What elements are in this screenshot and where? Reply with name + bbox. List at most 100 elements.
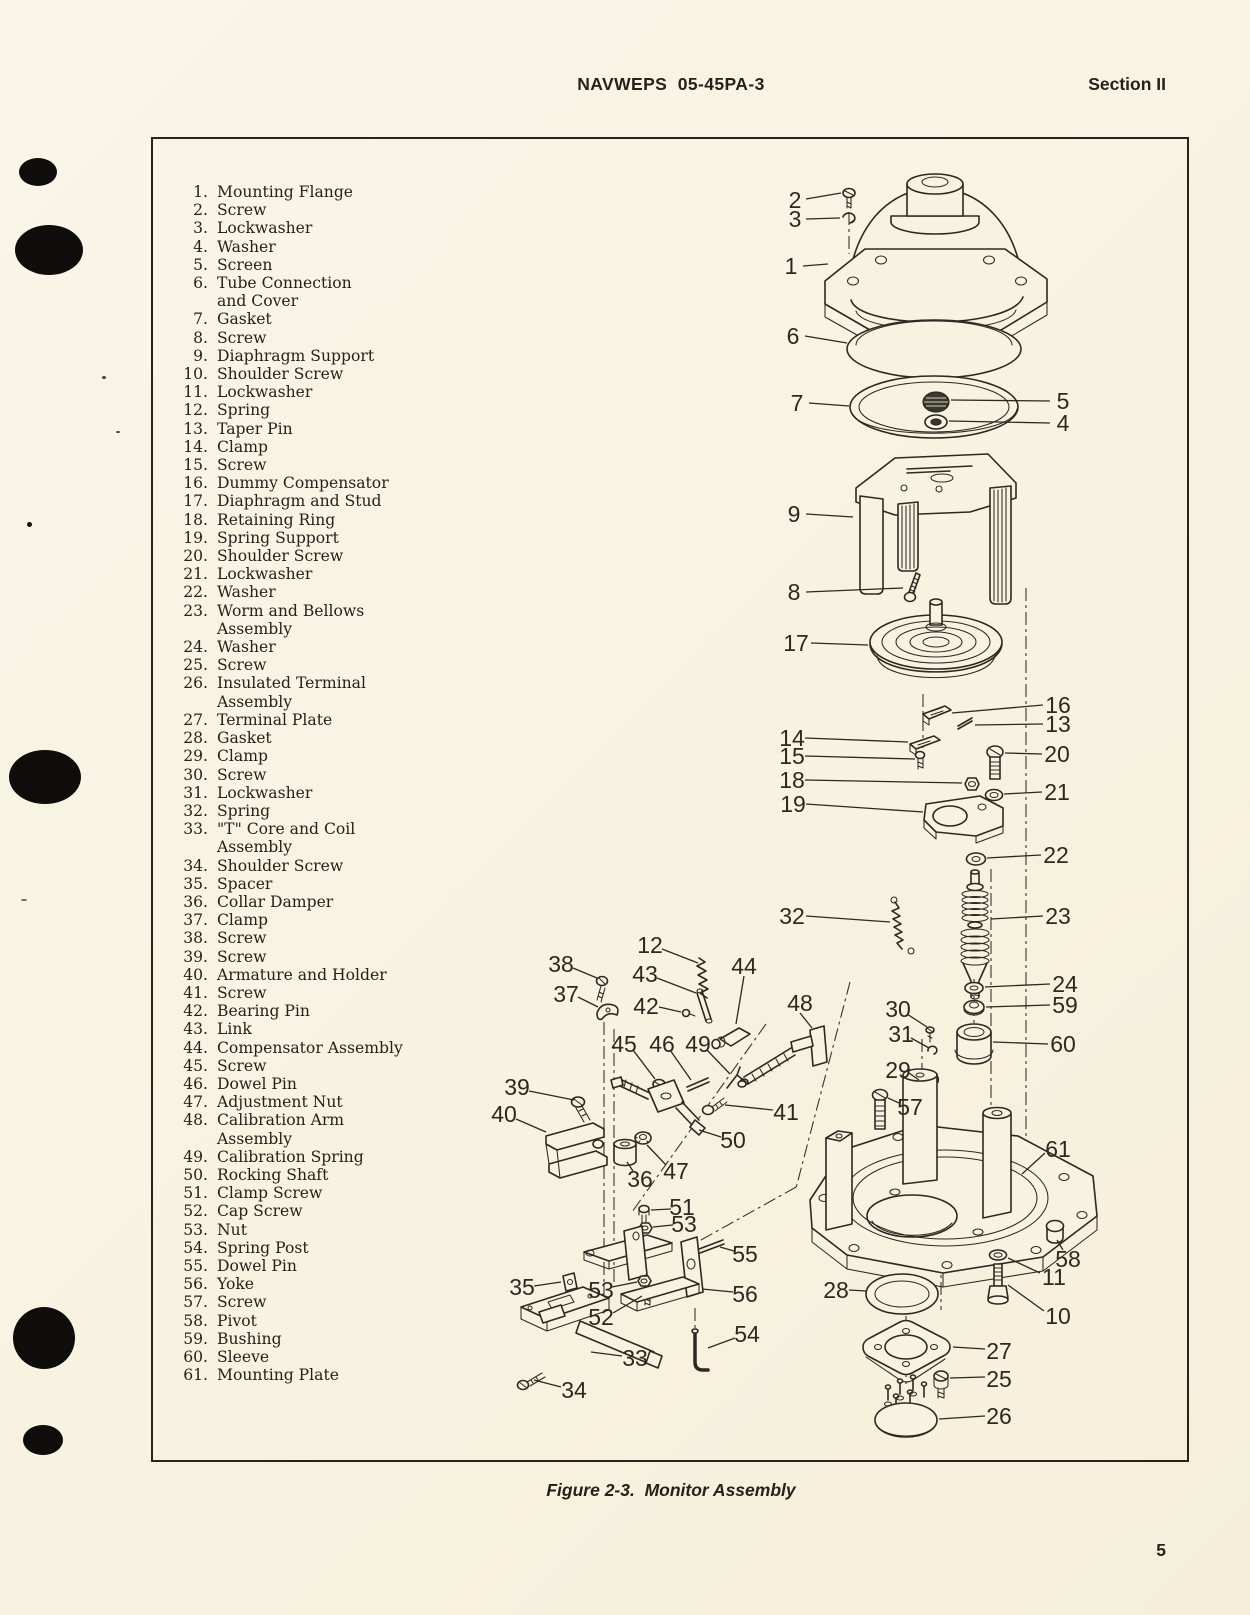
callout-number: 22: [1043, 842, 1069, 868]
screw-38: [595, 975, 609, 1003]
part-name: Adjustment Nut: [217, 1093, 343, 1112]
mounting-plate-61: [809, 1068, 1098, 1288]
bushing-59: [963, 999, 985, 1016]
callout-number: 61: [1045, 1136, 1071, 1162]
callout-leader-line: [652, 1224, 674, 1228]
callout-number: 24: [1052, 971, 1078, 997]
part-number: 8.: [193, 328, 208, 347]
part-number: 50.: [183, 1165, 208, 1184]
callout-number: 21: [1044, 779, 1070, 805]
callout-leader-line: [611, 1281, 638, 1288]
part-name: Worm and Bellows Assembly: [217, 601, 365, 638]
part-name: Shoulder Screw: [217, 365, 344, 384]
part-name: Lockwasher: [217, 565, 313, 584]
callout-number: 52: [588, 1304, 614, 1330]
callout-leader-line: [974, 723, 1044, 726]
part-name: Calibration Spring: [217, 1147, 364, 1166]
callout-number: 50: [720, 1127, 746, 1153]
callout-number: 8: [788, 579, 801, 605]
part-name: Terminal Plate: [217, 710, 333, 729]
callout-leader-line: [698, 1129, 722, 1138]
callout-number: 12: [637, 932, 663, 958]
parts-list-item: 8.Screw: [164, 329, 403, 347]
adjustment-nut-47: [634, 1131, 652, 1145]
part-name: Washer: [217, 638, 276, 657]
gasket-28: [865, 1273, 939, 1315]
part-number: 27.: [183, 710, 208, 729]
callout-leader-line: [1056, 1239, 1064, 1251]
callout-number: 44: [731, 953, 757, 979]
callout-leader-line: [1021, 1152, 1046, 1175]
part-name: Shoulder Screw: [217, 856, 344, 875]
callout-leader-line: [992, 1041, 1049, 1045]
part-number: 34.: [183, 856, 208, 875]
part-name: Lockwasher: [217, 219, 313, 238]
part-name: Dowel Pin: [217, 1256, 297, 1275]
part-name: Spring Support: [217, 528, 339, 547]
part-name: Diaphragm and Stud: [217, 492, 382, 511]
callout-leader-line: [950, 399, 1051, 402]
screen-5: [922, 391, 950, 413]
callout-leader-line: [669, 1049, 692, 1081]
part-number: 59.: [183, 1329, 208, 1348]
part-name: Screw: [217, 765, 267, 784]
calibration-arm-plate: [583, 1225, 673, 1281]
parts-list-item: 31.Lockwasher: [164, 784, 403, 802]
screw-39: [570, 1096, 591, 1123]
part-name: Diaphragm Support: [217, 346, 375, 365]
lockwasher-21: [984, 788, 1004, 802]
paper-speck: [21, 899, 27, 901]
screw-15: [914, 750, 926, 770]
part-number: 39.: [183, 947, 208, 966]
part-name: Mounting Plate: [217, 1366, 339, 1385]
callout-number: 60: [1050, 1031, 1076, 1057]
part-name: Link: [217, 1020, 252, 1039]
pivot-58: [1045, 1219, 1065, 1244]
callout-leader-line: [948, 420, 1051, 424]
figure-caption: Figure 2-3. Monitor Assembly: [546, 1480, 796, 1500]
part-number: 16.: [183, 474, 208, 493]
callout-leader-line: [802, 263, 829, 267]
callout-number: 29: [885, 1057, 911, 1083]
callout-number: 1: [785, 253, 798, 279]
callout-leader-line: [1004, 752, 1043, 755]
part-number: 24.: [183, 638, 208, 657]
screw-2: [842, 187, 856, 209]
part-name: Clamp: [217, 911, 268, 930]
callout-number: 45: [611, 1031, 637, 1057]
callout-number: 33: [622, 1345, 648, 1371]
parts-list-item: 38.Screw: [164, 929, 403, 947]
part-name: Screen: [217, 255, 273, 274]
callout-leader-line: [719, 1246, 735, 1252]
part-name: Insulated Terminal Assembly: [217, 674, 366, 711]
part-name: Sleeve: [217, 1348, 270, 1366]
callout-number: 6: [787, 323, 800, 349]
callout-number: 16: [1045, 692, 1071, 718]
callout-leader-line: [805, 217, 841, 220]
parts-list-item: 5.Screen: [164, 256, 403, 274]
part-name: Taper Pin: [217, 419, 293, 438]
part-name: Clamp Screw: [217, 1184, 323, 1203]
callout-number: 26: [986, 1403, 1012, 1429]
callout-number: 43: [632, 961, 658, 987]
part-name: Yoke: [217, 1275, 255, 1294]
callout-number: 42: [633, 993, 659, 1019]
callout-number: 55: [732, 1241, 758, 1267]
parts-list-item: 17.Diaphragm and Stud: [164, 492, 403, 510]
part-name: Screw: [217, 201, 267, 220]
callout-number: 34: [561, 1377, 587, 1403]
callout-leader-line: [533, 1379, 562, 1388]
part-number: 14.: [183, 437, 208, 456]
calibration-arm-48: [739, 1025, 828, 1086]
callout-number: 40: [491, 1101, 517, 1127]
part-name: Dowel Pin: [217, 1074, 297, 1093]
callout-leader-line: [528, 1090, 575, 1101]
paper-speck: [102, 376, 106, 379]
nut-53-lower: [637, 1275, 652, 1287]
callout-leader-line: [938, 1415, 986, 1420]
parts-list-item: 33."T" Core and Coil Assembly: [164, 820, 403, 856]
collar-damper-36: [613, 1138, 637, 1167]
part-number: 13.: [183, 419, 208, 438]
parts-list-item: 47.Adjustment Nut: [164, 1093, 403, 1111]
